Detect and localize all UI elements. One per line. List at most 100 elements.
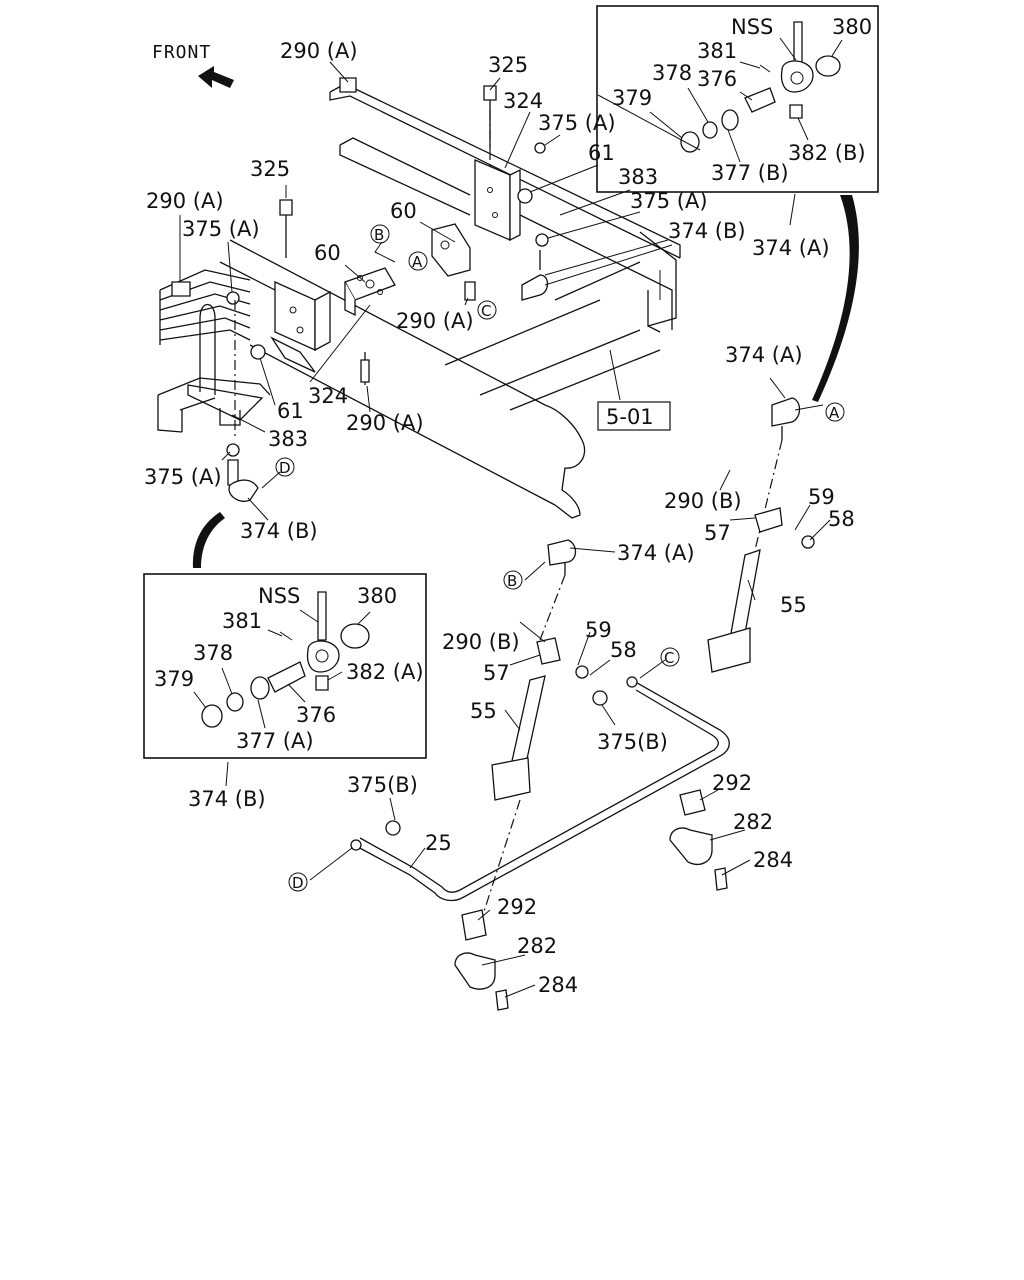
leaf-spring: [157, 269, 271, 433]
label-324-2: 324: [308, 384, 348, 408]
svg-text:B: B: [507, 572, 517, 590]
link-end-374a-right: [771, 397, 801, 440]
svg-text:C: C: [481, 302, 491, 320]
label-284-1: 284: [753, 848, 793, 872]
label-59-2: 59: [585, 618, 612, 642]
bushing-clamp-left: [454, 909, 509, 1011]
label-57-2: 57: [483, 661, 510, 685]
label-375a-2: 375 (A): [630, 189, 708, 213]
label-290a-1: 290 (A): [280, 39, 358, 63]
label-375a-4: 375 (A): [144, 465, 222, 489]
label-292-2: 292: [497, 895, 537, 919]
stabilizer-link-left: [491, 637, 561, 801]
label-375a-1: 375 (A): [538, 111, 616, 135]
detail-top-382b: 382 (B): [788, 141, 866, 165]
label-383-2: 383: [268, 427, 308, 451]
link-end-374a-upper: [521, 250, 549, 301]
label-375b-1: 375(B): [597, 730, 668, 754]
detail-bottom-nss: NSS: [258, 584, 300, 608]
label-59-1: 59: [808, 485, 835, 509]
connector-d-bottom: D: [288, 872, 308, 892]
detail-top-378: 378: [652, 61, 692, 85]
svg-text:D: D: [279, 459, 291, 477]
detail-bottom-377a: 377 (A): [236, 729, 314, 753]
connector-a-right: A: [825, 402, 845, 422]
label-374a-2: 374 (A): [617, 541, 695, 565]
label-290b-2: 290 (B): [442, 630, 520, 654]
fasteners: [171, 77, 549, 486]
svg-text:B: B: [374, 226, 384, 244]
label-375b-2: 375(B): [347, 773, 418, 797]
label-374b-2: 374 (B): [240, 519, 318, 543]
bushing-clamp-right: [669, 789, 728, 891]
detail-top-nss: NSS: [731, 15, 773, 39]
label-290a-2: 290 (A): [396, 309, 474, 333]
nuts-58-59: [385, 535, 815, 836]
detail-bottom-379: 379: [154, 667, 194, 691]
label-60-1: 60: [390, 199, 417, 223]
detail-top-377b: 377 (B): [711, 161, 789, 185]
left-bracket: [270, 199, 396, 373]
label-292-1: 292: [712, 771, 752, 795]
detail-bottom-378: 378: [193, 641, 233, 665]
detail-top-379: 379: [612, 86, 652, 110]
label-374b-1: 374 (B): [668, 219, 746, 243]
svg-text:A: A: [829, 404, 840, 422]
label-290b-1: 290 (B): [664, 489, 742, 513]
connector-d-top: D: [275, 457, 295, 477]
reference-label: 5-01: [606, 405, 654, 429]
detail-box-374b: [143, 573, 427, 759]
connector-b-mid: B: [503, 570, 523, 590]
detail-bottom-381: 381: [222, 609, 262, 633]
label-61-2: 61: [277, 399, 304, 423]
label-58-1: 58: [828, 507, 855, 531]
label-325-2: 325: [250, 157, 290, 181]
label-374a-1: 374 (A): [725, 343, 803, 367]
right-bracket: [431, 85, 521, 277]
detail-bottom-376: 376: [296, 703, 336, 727]
detail-box-374a: [596, 5, 879, 193]
stabilizer-bar: [350, 676, 730, 902]
link-end-374b-lower: [228, 479, 259, 502]
label-282-1: 282: [733, 810, 773, 834]
label-282-2: 282: [517, 934, 557, 958]
label-60-2: 60: [314, 241, 341, 265]
label-375a-3: 375 (A): [182, 217, 260, 241]
svg-text:A: A: [412, 253, 423, 271]
cross-member: [219, 239, 661, 519]
detail-leaders: [193, 37, 843, 729]
detail-pointer-lower: [192, 512, 225, 568]
label-61-1: 61: [588, 141, 615, 165]
front-arrow-icon: [198, 66, 234, 88]
label-58-2: 58: [610, 638, 637, 662]
label-57-1: 57: [704, 521, 731, 545]
label-325-1: 325: [488, 53, 528, 77]
label-324-1: 324: [503, 89, 543, 113]
label-383-1: 383: [618, 165, 658, 189]
label-284-2: 284: [538, 973, 578, 997]
detail-top-376: 376: [697, 67, 737, 91]
connector-b-top: B: [370, 224, 390, 244]
detail-pointer-upper: [812, 195, 859, 402]
connector-c-mid: C: [660, 647, 680, 667]
detail-bottom-caption: 374 (B): [188, 787, 266, 811]
detail-top-caption: 374 (A): [752, 236, 830, 260]
stabilizer-link-right: [707, 507, 783, 673]
label-290a-4: 290 (A): [346, 411, 424, 435]
u-bolt: [187, 303, 264, 426]
front-label: FRONT: [152, 42, 211, 63]
label-25: 25: [425, 831, 452, 855]
reference-box[interactable]: [597, 401, 671, 431]
leader-lines: [179, 61, 831, 998]
detail-bottom-380: 380: [357, 584, 397, 608]
label-55-2: 55: [470, 699, 497, 723]
link-end-374a-mid: [547, 539, 577, 575]
detail-top-381: 381: [697, 39, 737, 63]
label-290a-3: 290 (A): [146, 189, 224, 213]
svg-text:D: D: [292, 874, 304, 892]
detail-bottom-382a: 382 (A): [346, 660, 424, 684]
label-55-1: 55: [780, 593, 807, 617]
connector-a-top: A: [408, 251, 428, 271]
connector-c-top: C: [477, 300, 497, 320]
